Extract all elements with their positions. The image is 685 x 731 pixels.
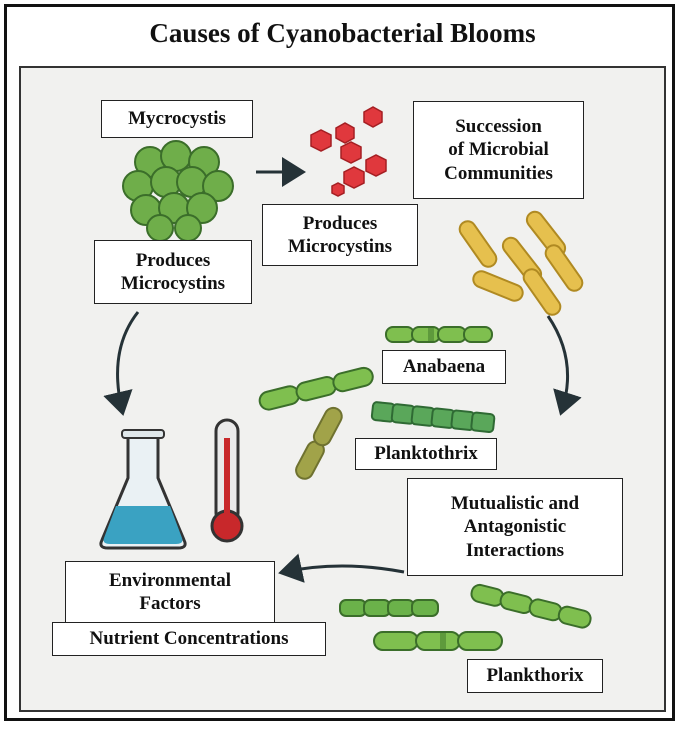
succession-rods-icon	[458, 210, 584, 316]
arrow-interactions-to-environment	[278, 553, 405, 583]
bottom-filament-right-icon	[470, 583, 592, 629]
flask-icon	[99, 429, 187, 550]
bottom-filament-middle-icon	[373, 631, 503, 651]
label-interactions: Mutualistic and Antagonistic Interaction…	[407, 478, 623, 576]
label-mycrocystis: Mycrocystis	[101, 100, 253, 138]
label-plankthorix: Plankthorix	[467, 659, 603, 693]
arrow-succession-to-interactions	[546, 315, 582, 416]
planktothrix-filament-icon	[370, 401, 496, 434]
bottom-filament-left-icon	[339, 599, 439, 617]
arrow-produces-to-environment	[103, 311, 140, 416]
microcystin-molecule-icon	[310, 106, 387, 197]
label-produces-microcystins-mid: Produces Microcystins	[262, 204, 418, 266]
label-planktothrix: Planktothrix	[355, 438, 497, 470]
label-anabaena: Anabaena	[382, 350, 506, 384]
label-produces-microcystins-left: Produces Microcystins	[94, 240, 252, 304]
label-nutrient-concentrations: Nutrient Concentrations	[52, 622, 326, 656]
anabaena-filament-icon	[385, 326, 493, 343]
diagram-title: Causes of Cyanobacterial Blooms	[149, 18, 536, 48]
olive-filament-icon	[295, 406, 343, 480]
green-filament-icon	[258, 366, 374, 411]
label-succession: Succession of Microbial Communities	[413, 101, 584, 199]
thermometer-icon	[210, 418, 244, 543]
microcystis-colony-icon	[122, 140, 234, 242]
label-environmental-factors: Environmental Factors	[65, 561, 275, 623]
